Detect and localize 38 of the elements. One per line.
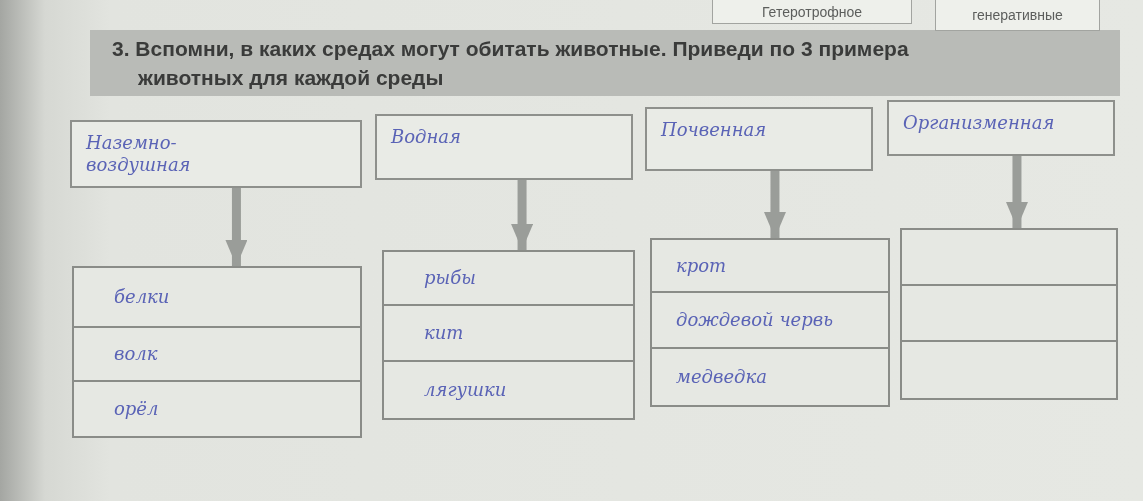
answer-box	[900, 340, 1118, 400]
answer-box	[382, 250, 635, 306]
box-label: генеративные	[972, 6, 1063, 24]
category-box	[70, 120, 362, 188]
handwritten-text: Почвенная	[661, 119, 767, 141]
handwritten-text: Водная	[391, 126, 461, 148]
answer-box	[382, 360, 635, 420]
category-box	[645, 107, 873, 171]
handwritten-text: белки	[114, 286, 170, 308]
block-arrow	[763, 171, 786, 238]
answer-box	[650, 291, 890, 349]
handwritten-text: рыбы	[424, 267, 476, 289]
handwritten-text: Организменная	[903, 112, 1055, 134]
answer-box	[72, 266, 362, 328]
answer-box	[72, 326, 362, 382]
block-arrow	[511, 180, 534, 250]
category-box	[375, 114, 633, 180]
handwritten-text: медведка	[676, 366, 767, 388]
handwritten-text: орёл	[114, 398, 159, 420]
block-arrow	[1005, 156, 1028, 228]
answer-box	[650, 347, 890, 407]
task-heading: 3. Вспомни, в каких средах могут обитать животные. Приведи по 3 примера животных для каждой среды	[112, 36, 910, 91]
answer-box	[900, 228, 1118, 286]
answer-box	[900, 284, 1118, 342]
handwritten-text: Наземно-воздушная	[86, 132, 192, 176]
label-box	[935, 0, 1100, 31]
handwritten-text: кит	[424, 322, 464, 344]
box-label: Гетеротрофное	[761, 2, 863, 21]
handwritten-text: крот	[676, 254, 727, 277]
handwritten-text: дождевой червь	[676, 309, 834, 331]
answer-box	[650, 238, 890, 293]
answer-box	[72, 380, 362, 438]
answer-box	[382, 304, 635, 362]
category-box	[887, 100, 1115, 156]
label-box	[712, 0, 912, 24]
handwritten-text: волк	[114, 343, 158, 365]
block-arrow	[225, 188, 248, 266]
handwritten-text: лягушки	[424, 379, 507, 401]
